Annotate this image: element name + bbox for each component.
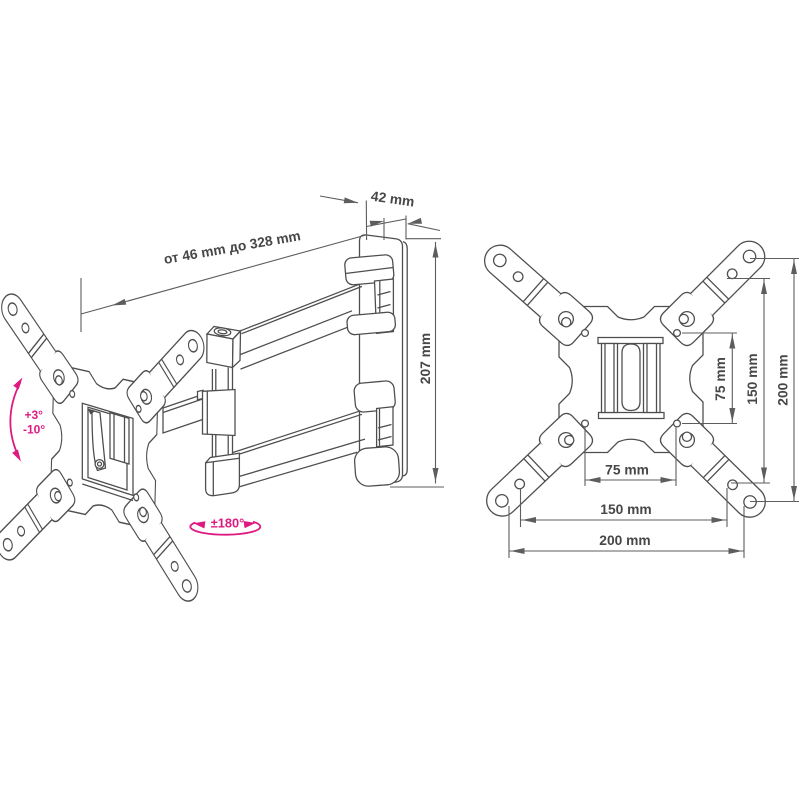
svg-text:75 mm: 75 mm [713, 357, 728, 401]
svg-text:от 46 mm до 328 mm: от 46 mm до 328 mm [163, 228, 302, 267]
svg-text:75 mm: 75 mm [605, 463, 649, 478]
svg-text:±180°: ±180° [211, 515, 245, 530]
svg-text:150 mm: 150 mm [600, 502, 651, 517]
svg-text:200 mm: 200 mm [599, 533, 650, 548]
svg-text:207 mm: 207 mm [418, 333, 433, 384]
svg-text:-10°: -10° [23, 423, 45, 437]
svg-text:42 mm: 42 mm [370, 189, 415, 210]
svg-text:+3°: +3° [25, 408, 44, 422]
svg-text:200 mm: 200 mm [776, 354, 791, 405]
svg-text:150 mm: 150 mm [745, 353, 760, 404]
